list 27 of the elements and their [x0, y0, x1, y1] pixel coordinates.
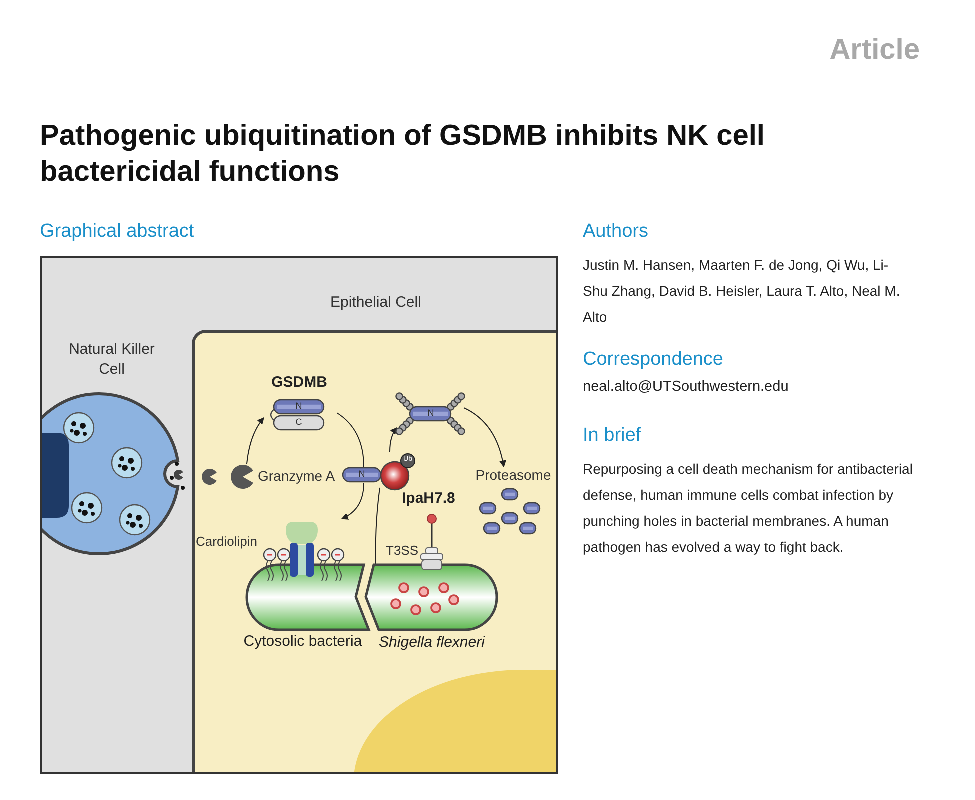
summary-paragraph: Repurposing a cell death mechanism for antibacterial defense, human immune cells combat infection by punching holes in bacterial membranes. A human pathogen has evolved a way to fight back. [583, 460, 914, 557]
section-heading: In brief [583, 425, 642, 447]
email-address: neal.alto@UTSouthwestern.edu [583, 379, 789, 396]
domain-label: C [294, 417, 304, 428]
article-type: Article [828, 34, 920, 68]
domain-label: N [358, 469, 366, 480]
protein-label: Granzyme A [258, 468, 336, 484]
bacteria-label: Cytosolic bacteria [242, 633, 364, 650]
domain-label: N [294, 401, 304, 412]
section-heading: Authors [583, 221, 648, 243]
domain-label: N [426, 408, 436, 418]
part-label: T3SS [386, 544, 419, 559]
arrow [464, 408, 506, 468]
arrow [390, 427, 398, 452]
complex-label: Proteasome [474, 467, 552, 484]
cell-label: Natural Killer Cell [68, 340, 156, 380]
section-heading: Correspondence [583, 349, 724, 371]
bacteria-label: Shigella flexneri [378, 634, 486, 652]
arrow [341, 482, 364, 520]
protein-label: GSDMB [270, 374, 328, 392]
cell-label: Epithelial Cell [330, 294, 422, 312]
part-label: Cardiolipin [196, 535, 258, 550]
section-heading: Graphical abstract [40, 221, 194, 243]
author-list: Justin M. Hansen, Maarten F. de Jong, Qi Wu, Li-Shu Zhang, David B. Heisler, Laura T. Alto, Neal M. Alto [583, 252, 913, 330]
title: Pathogenic ubiquitination of GSDMB inhibits NK cell bactericidal functions [40, 119, 766, 190]
arrow [246, 417, 264, 464]
protein-label: IpaH7.8 [402, 490, 456, 508]
